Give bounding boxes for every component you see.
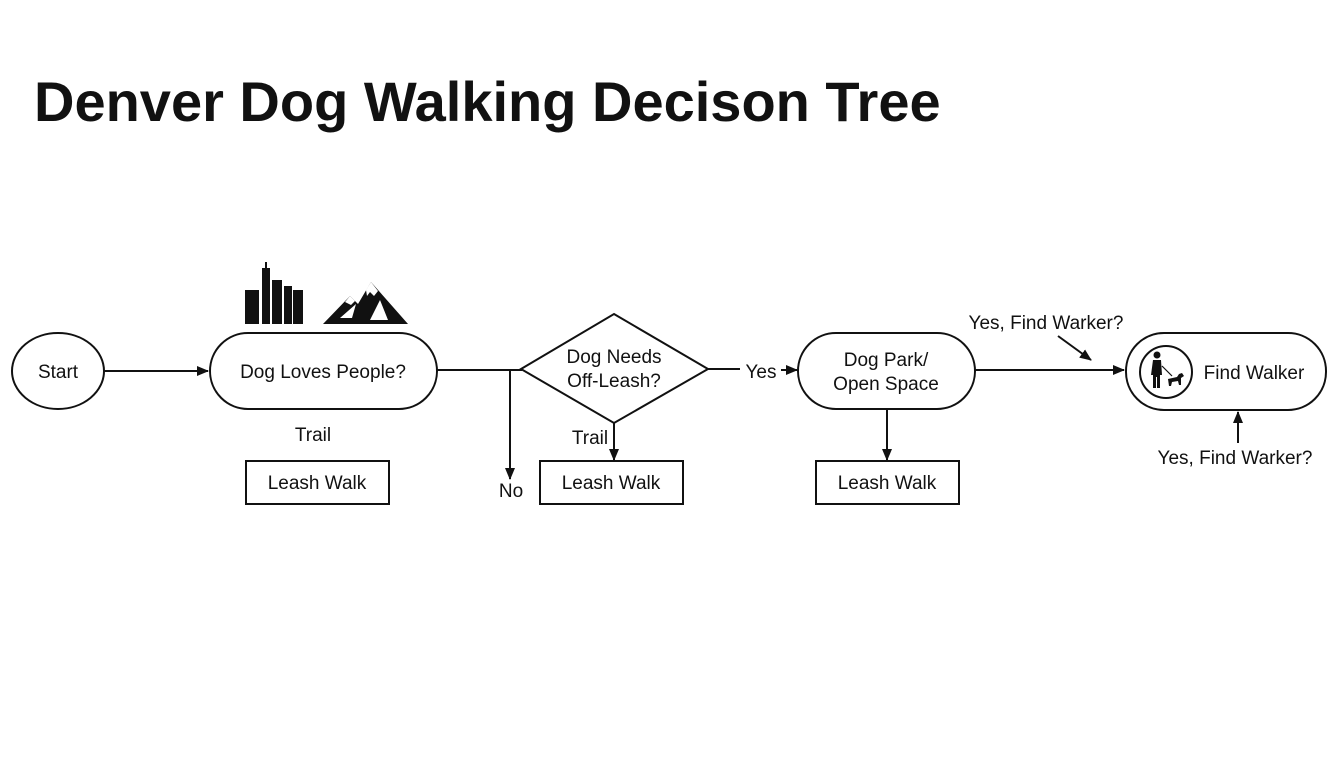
edge-label-yes: Yes [746, 362, 777, 383]
leash-walk-node-2 [539, 460, 684, 505]
dog-walker-icon [1139, 345, 1193, 399]
edge-top-label-pointer [1057, 335, 1092, 361]
mountain-icon [323, 282, 408, 324]
dog-needs-offleash-label-line1: Dog Needs [566, 347, 661, 368]
start-node-label: Start [38, 362, 79, 383]
edge-label-trail-1: Trail [295, 425, 331, 446]
dog-loves-people-label: Dog Loves People? [240, 362, 406, 383]
edge-label-yes-find-top: Yes, Find Warker? [969, 313, 1124, 334]
dog-loves-people-node [209, 332, 438, 410]
start-node [11, 332, 105, 410]
leash-walk-label-3: Leash Walk [838, 473, 937, 494]
page-title: Denver Dog Walking Decison Tree [34, 70, 941, 133]
dog-needs-offleash-label-line2: Off-Leash? [567, 371, 661, 392]
dog-park-node [797, 332, 976, 410]
city-skyline-icon [245, 262, 303, 324]
dog-park-label-line2: Open Space [833, 374, 939, 395]
edge-label-yes-find-bottom: Yes, Find Warker? [1158, 448, 1313, 469]
leash-walk-node-1 [245, 460, 390, 505]
find-walker-label: Find Walker [1204, 363, 1305, 384]
leash-walk-label-2: Leash Walk [562, 473, 661, 494]
edge-label-no: No [499, 481, 523, 502]
leash-walk-node-3 [815, 460, 960, 505]
dog-park-label-line1: Dog Park/ [844, 350, 929, 371]
edge-label-trail-2: Trail [572, 428, 608, 449]
dog-needs-offleash-node [519, 312, 710, 425]
leash-walk-label-1: Leash Walk [268, 473, 367, 494]
